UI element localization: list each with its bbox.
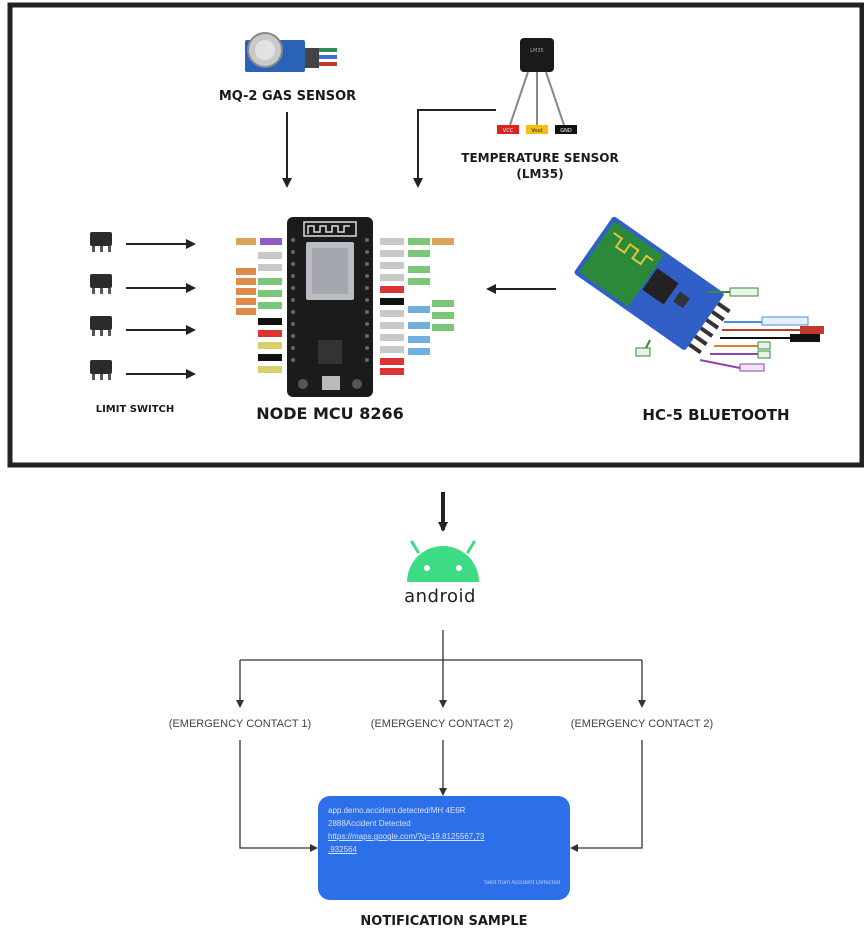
- emergency-contact-1-label: (EMERGENCY CONTACT 1): [168, 718, 312, 730]
- gas-sensor-label: MQ-2 GAS SENSOR: [218, 89, 357, 104]
- limit-switch-icon: [90, 274, 112, 294]
- arrow-temp-to-mcu: [413, 109, 496, 188]
- emergency-contact-3-label: (EMERGENCY CONTACT 2): [570, 718, 714, 730]
- temp-sensor-label-line2: (LM35): [516, 167, 564, 181]
- nodemcu-board-icon: [236, 217, 454, 397]
- notification-map-link[interactable]: https://maps.google.com/?q=19.8125567,73: [328, 832, 485, 841]
- right-pin-labels: [380, 238, 454, 375]
- contact-connectors: [236, 630, 646, 852]
- gas-sensor-icon: [245, 32, 337, 72]
- limit-switch-label: LIMIT SWITCH: [95, 404, 175, 415]
- notification-line2: 2888Accident Detected: [328, 819, 411, 828]
- vout-pin-tag: [526, 125, 548, 134]
- notification-map-link-cont[interactable]: .932564: [328, 845, 357, 854]
- temp-pin-label: VCC: [503, 128, 514, 134]
- mcu-label: NODE MCU 8266: [256, 404, 404, 423]
- notification-footer: Sent from Accident Detected: [483, 880, 560, 886]
- limit-switches: [90, 232, 196, 380]
- temp-pin-label: Vout: [531, 128, 542, 134]
- android-wordmark: android: [404, 586, 476, 607]
- bluetooth-label: HC-5 BLUETOOTH: [642, 406, 790, 424]
- temperature-sensor-icon: LM35 VCC Vout GND: [497, 38, 577, 134]
- emergency-contact-2-label: (EMERGENCY CONTACT 2): [370, 718, 514, 730]
- left-pin-labels: [236, 238, 282, 373]
- notification-line1: app.demo.accident.detected/MH 4E6R: [328, 806, 466, 815]
- bluetooth-module-icon: [574, 216, 824, 372]
- limit-switch-icon: [90, 232, 112, 252]
- gnd-pin-tag: [555, 125, 577, 134]
- temp-sensor-label-line1: TEMPERATURE SENSOR: [461, 151, 619, 165]
- notification-card: app.demo.accident.detected/MH 4E6R 2888A…: [318, 796, 570, 900]
- svg-text:LM35: LM35: [530, 48, 543, 54]
- temp-pin-label: GND: [560, 128, 572, 134]
- hardware-frame: [7, 2, 864, 468]
- vcc-pin-tag: [497, 125, 519, 134]
- android-robot-icon: [407, 540, 479, 582]
- notification-caption: NOTIFICATION SAMPLE: [360, 914, 528, 929]
- limit-switch-icon: [90, 360, 112, 380]
- limit-switch-icon: [90, 316, 112, 336]
- bluetooth-pin-wires: [635, 287, 824, 372]
